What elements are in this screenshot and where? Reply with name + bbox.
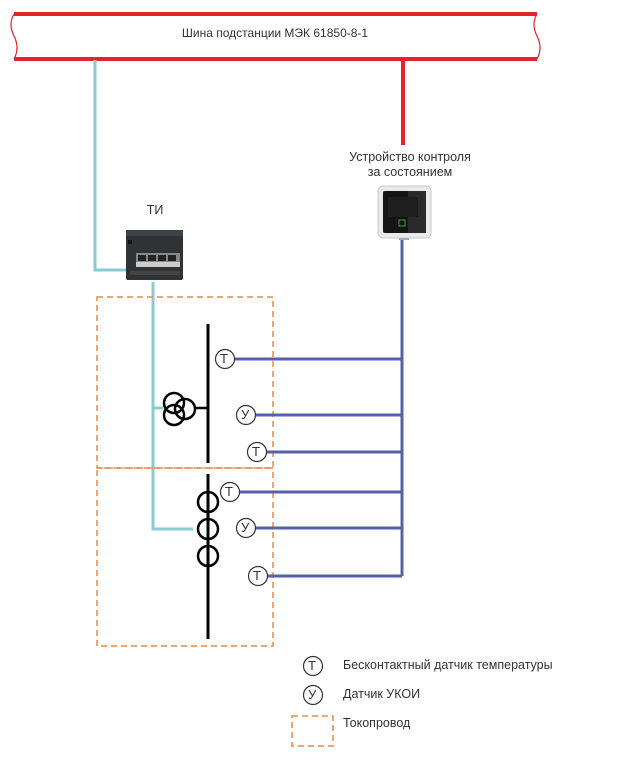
legend-ukoi-icon <box>302 684 324 706</box>
bus-to-ti-link <box>93 60 128 272</box>
ti-to-transformer-link <box>151 282 163 410</box>
voltage-transformer-icon <box>162 391 208 427</box>
temperature-sensor-symbol: Т <box>253 568 261 583</box>
device-label-line1: Устройство контроля <box>349 150 471 164</box>
monitoring-device-icon <box>377 185 432 240</box>
ukoi-sensor-icon <box>235 404 257 426</box>
ti-to-ct-link <box>151 408 193 531</box>
substation-bus-title: Шина подстанции МЭК 61850-8-1 <box>181 26 369 40</box>
legend-busduct-icon <box>291 715 334 747</box>
temperature-sensor-icon <box>247 565 269 587</box>
ukoi-sensor-icon <box>235 517 257 539</box>
legend-temperature-icon <box>302 655 324 677</box>
legend-ukoi-label: Датчик УКОИ <box>343 687 421 701</box>
temperature-sensor-symbol: Т <box>220 351 228 366</box>
temperature-sensor-icon <box>246 441 268 463</box>
busduct-section-lower <box>96 467 274 647</box>
current-transformer-icon <box>196 490 220 568</box>
legend-busduct-label: Токопровод <box>343 716 411 730</box>
network-switch-icon <box>126 230 183 280</box>
temperature-sensor-symbol: Т <box>252 444 260 459</box>
substation-bus <box>10 12 541 61</box>
temperature-sensor-symbol: Т <box>225 484 233 499</box>
temperature-sensor-icon <box>214 348 236 370</box>
device-label-line2: за состоянием <box>367 165 453 179</box>
ti-label: ТИ <box>146 203 164 217</box>
busduct-section-upper <box>96 296 274 469</box>
ukoi-sensor-symbol: У <box>241 407 250 422</box>
monitoring-device-label: Устройство контроля за состоянием <box>320 150 500 180</box>
legend-ukoi-symbol: У <box>308 687 317 702</box>
legend-temperature-label: Бесконтактный датчик температуры <box>343 658 553 672</box>
temperature-sensor-icon <box>219 481 241 503</box>
ukoi-sensor-symbol: У <box>241 520 250 535</box>
legend-temperature-symbol: Т <box>308 658 316 673</box>
